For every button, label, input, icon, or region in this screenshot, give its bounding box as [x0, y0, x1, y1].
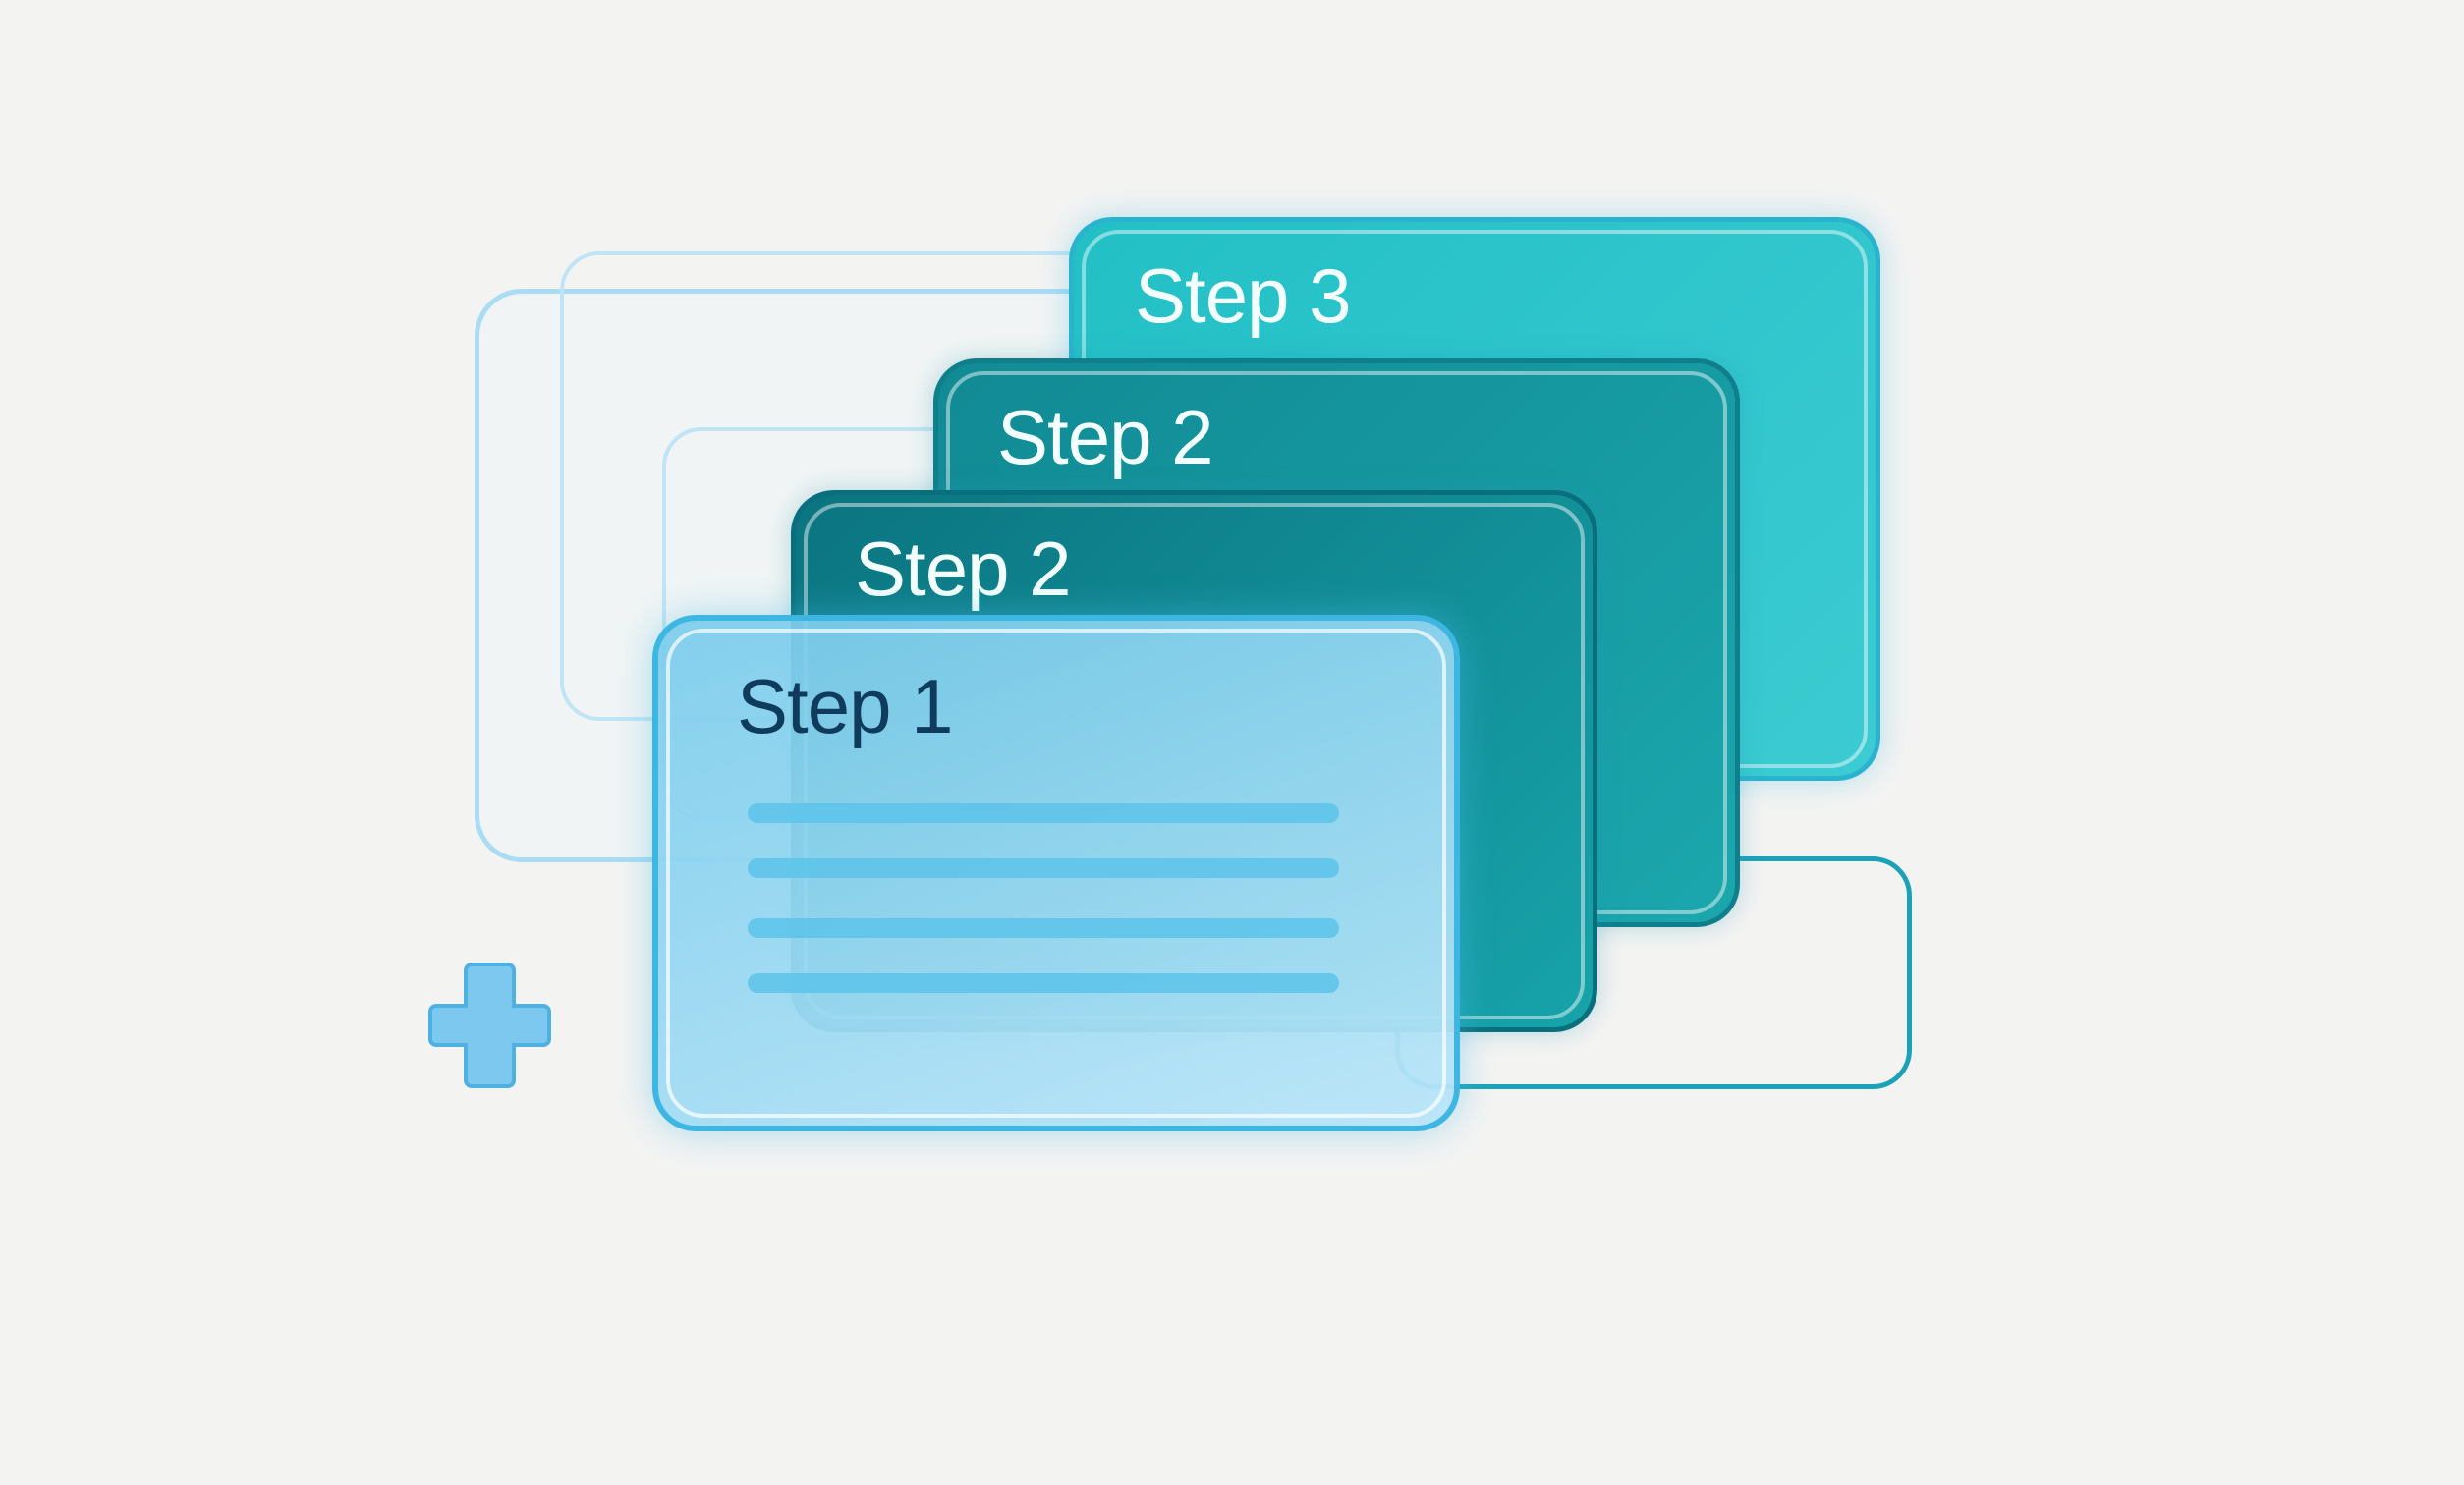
plus-icon[interactable] — [424, 959, 555, 1092]
card-step-1[interactable]: Step 1 — [652, 615, 1460, 1131]
text-line — [748, 918, 1339, 938]
text-line — [748, 803, 1339, 823]
card-title: Step 2 — [997, 394, 1214, 480]
card-title: Step 3 — [1135, 252, 1352, 339]
text-line — [748, 858, 1339, 878]
card-title: Step 2 — [855, 525, 1072, 612]
text-line — [748, 973, 1339, 993]
card-title: Step 1 — [737, 663, 954, 749]
